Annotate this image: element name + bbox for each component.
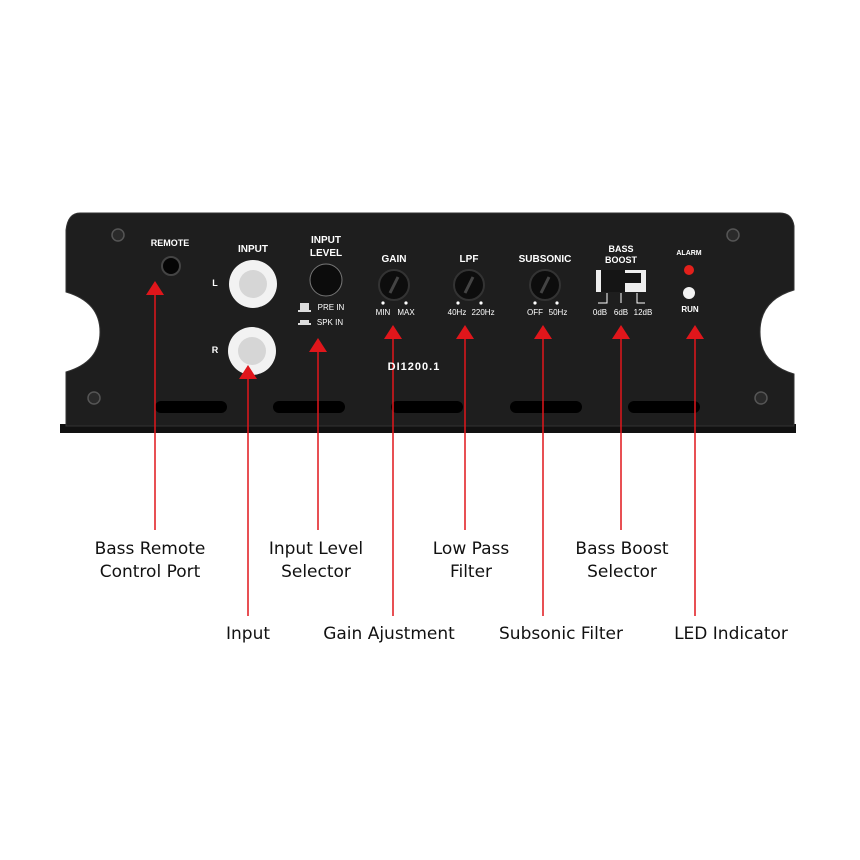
input-label: INPUT bbox=[238, 244, 268, 255]
callout-text: Low Pass bbox=[432, 539, 510, 559]
arrow-lpf bbox=[456, 325, 474, 339]
vent-slot bbox=[510, 401, 582, 413]
callout-text: Subsonic Filter bbox=[499, 624, 623, 644]
callout-input: Input bbox=[226, 623, 270, 646]
run-label: RUN bbox=[681, 305, 699, 314]
run-led bbox=[683, 287, 695, 299]
gain-label: GAIN bbox=[381, 254, 407, 265]
bottom-flange bbox=[60, 424, 796, 433]
arrow-subsonic bbox=[534, 325, 552, 339]
arrow-input-level bbox=[309, 338, 327, 352]
callout-led: LED Indicator bbox=[674, 623, 788, 646]
callout-text: Selector bbox=[587, 562, 657, 582]
screw-icon bbox=[87, 391, 101, 405]
callout-lpf: Low Pass Filter bbox=[433, 538, 510, 584]
input-left-label: L bbox=[212, 278, 218, 288]
pre-in-label: PRE IN bbox=[317, 303, 345, 312]
input-level-label-2: LEVEL bbox=[309, 248, 343, 259]
spk-in-label: SPK IN bbox=[316, 318, 344, 327]
gain-max-label: MAX bbox=[397, 308, 415, 317]
vent-slot bbox=[628, 401, 700, 413]
callout-remote: Bass Remote Control Port bbox=[95, 538, 206, 584]
arrow-gain bbox=[384, 325, 402, 339]
callout-bass-boost: Bass Boost Selector bbox=[575, 538, 668, 584]
vent-slot bbox=[273, 401, 345, 413]
screw-icon bbox=[111, 228, 125, 242]
lpf-high-label: 220Hz bbox=[471, 308, 495, 317]
arrow-remote bbox=[146, 281, 164, 295]
remote-port[interactable] bbox=[161, 256, 181, 276]
lpf-low-label: 40Hz bbox=[447, 308, 467, 317]
input-right-label: R bbox=[211, 345, 219, 355]
subsonic-knob[interactable] bbox=[529, 269, 561, 301]
subsonic-low-label: OFF bbox=[527, 308, 543, 317]
callout-input-level: Input Level Selector bbox=[269, 538, 363, 584]
vent-slot bbox=[155, 401, 227, 413]
callout-text: Control Port bbox=[99, 562, 201, 582]
bass-boost-6db: 6dB bbox=[613, 308, 629, 317]
lpf-knob[interactable] bbox=[453, 269, 485, 301]
vent-slot bbox=[391, 401, 463, 413]
gain-knob[interactable] bbox=[378, 269, 410, 301]
arrow-bass-boost bbox=[612, 325, 630, 339]
arrow-led bbox=[686, 325, 704, 339]
model-label: DI1200.1 bbox=[387, 361, 441, 373]
callout-text: Filter bbox=[449, 562, 493, 582]
bass-boost-label-1: BASS bbox=[608, 244, 634, 254]
input-level-label-1: INPUT bbox=[311, 235, 341, 246]
input-level-button[interactable] bbox=[309, 263, 343, 297]
gain-min-label: MIN bbox=[375, 308, 391, 317]
screw-icon bbox=[726, 228, 740, 242]
lpf-label: LPF bbox=[459, 254, 479, 265]
callout-subsonic: Subsonic Filter bbox=[499, 623, 623, 646]
arrow-input bbox=[239, 365, 257, 379]
subsonic-label: SUBSONIC bbox=[518, 254, 572, 265]
callout-text: Bass Remote bbox=[94, 539, 206, 559]
callout-text: LED Indicator bbox=[674, 624, 788, 644]
remote-label: REMOTE bbox=[150, 238, 190, 248]
screw-icon bbox=[754, 391, 768, 405]
callout-text: Selector bbox=[281, 562, 351, 582]
callout-text: Bass Boost bbox=[575, 539, 669, 559]
bass-boost-switch[interactable] bbox=[596, 270, 646, 304]
alarm-label: ALARM bbox=[676, 250, 702, 257]
callout-text: Input bbox=[225, 624, 271, 644]
alarm-led bbox=[684, 265, 694, 275]
bass-boost-label-2: BOOST bbox=[604, 255, 638, 265]
callout-gain: Gain Ajustment bbox=[323, 623, 455, 646]
subsonic-high-label: 50Hz bbox=[548, 308, 568, 317]
callout-text: Input Level bbox=[268, 539, 364, 559]
bass-boost-0db: 0dB bbox=[592, 308, 608, 317]
bass-boost-12db: 12dB bbox=[633, 308, 653, 317]
callout-text: Gain Ajustment bbox=[323, 624, 455, 644]
